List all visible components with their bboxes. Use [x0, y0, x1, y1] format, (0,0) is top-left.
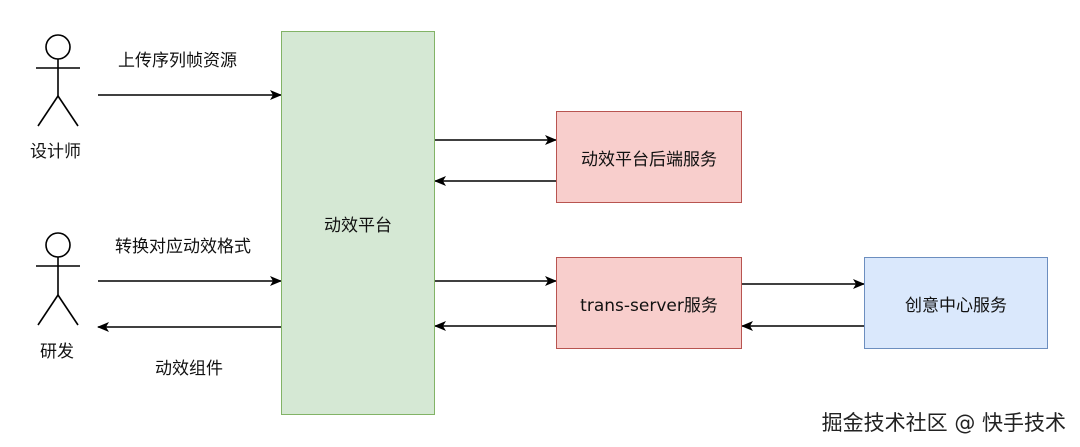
- developer-label: 研发: [40, 342, 74, 362]
- platform-box: 动效平台: [281, 31, 435, 415]
- component-edge-label: 动效组件: [155, 359, 223, 379]
- backend-service-label: 动效平台后端服务: [581, 149, 717, 170]
- designer-actor-icon: [36, 34, 80, 127]
- trans-server-box: trans-server服务: [556, 257, 742, 349]
- creative-center-box: 创意中心服务: [864, 257, 1048, 349]
- creative-center-label: 创意中心服务: [905, 295, 1007, 316]
- watermark: 掘金技术社区 @ 快手技术: [821, 411, 1066, 435]
- designer-label: 设计师: [30, 142, 81, 162]
- developer-actor-icon: [36, 232, 80, 326]
- upload-edge-label: 上传序列帧资源: [118, 51, 237, 71]
- platform-label: 动效平台: [324, 215, 392, 236]
- convert-edge-label: 转换对应动效格式: [115, 237, 251, 257]
- backend-service-box: 动效平台后端服务: [556, 111, 742, 203]
- trans-server-label: trans-server服务: [580, 295, 718, 316]
